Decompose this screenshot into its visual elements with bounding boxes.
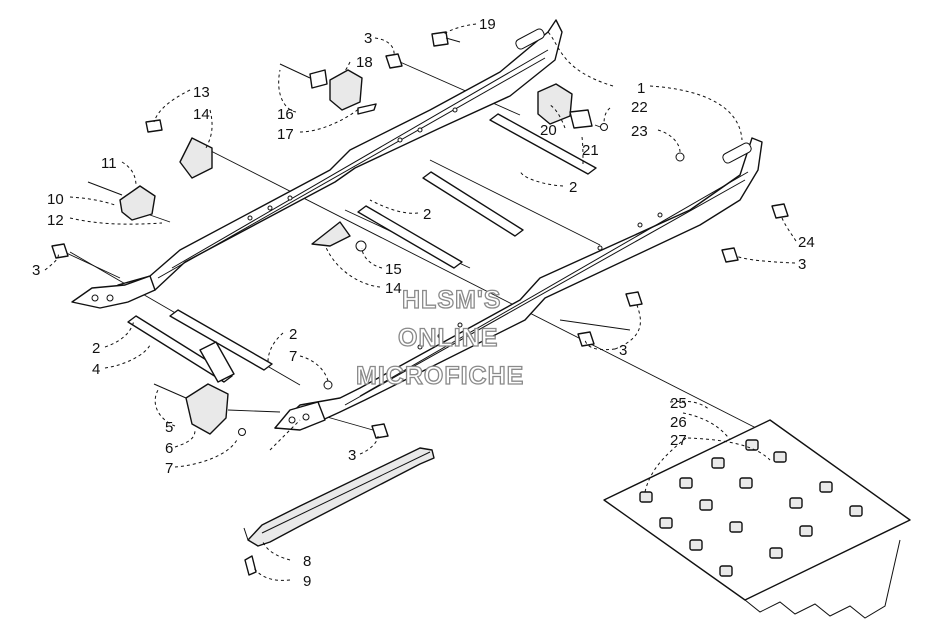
callout-13: 13	[193, 84, 210, 101]
callout-11: 11	[101, 155, 117, 172]
callout-3: 3	[348, 447, 356, 464]
cross-shafts	[127, 113, 597, 383]
callout-7: 7	[289, 348, 297, 365]
callout-23: 23	[631, 123, 648, 140]
rail-near-nose	[274, 401, 326, 431]
callout-21: 21	[582, 142, 599, 159]
hardware	[51, 31, 789, 439]
callout-8: 8	[303, 553, 311, 570]
leader-lines	[44, 23, 797, 581]
callout-25: 25	[670, 395, 687, 412]
callout-19: 19	[479, 16, 496, 33]
callout-3: 3	[364, 30, 372, 47]
rail-far	[117, 19, 563, 301]
callout-labels: 1 19 3 18 13 14 16 17 22 20 23 21 11 2 1…	[32, 16, 815, 590]
callout-1: 1	[637, 80, 645, 97]
callout-12: 12	[47, 212, 64, 229]
slide-rail	[243, 447, 435, 576]
callout-2: 2	[92, 340, 100, 357]
callout-3: 3	[798, 256, 806, 273]
callout-2: 2	[289, 326, 297, 343]
callout-4: 4	[92, 361, 100, 378]
callout-17: 17	[277, 126, 294, 143]
callout-20: 20	[540, 122, 557, 139]
callout-14: 14	[193, 106, 210, 123]
callout-3: 3	[32, 262, 40, 279]
callout-24: 24	[798, 234, 815, 251]
callout-18: 18	[356, 54, 373, 71]
watermark-line-3: MICROFICHE	[356, 362, 524, 390]
watermark-line-1: HLSM'S	[402, 286, 501, 314]
watermark: HLSM'S ONLINE MICROFICHE	[355, 285, 524, 390]
callout-15: 15	[385, 261, 402, 278]
rail-far-nose	[71, 275, 156, 309]
callout-9: 9	[303, 573, 311, 590]
track-section	[603, 419, 911, 619]
callout-2: 2	[569, 179, 577, 196]
callout-6: 6	[165, 440, 173, 457]
watermark-line-2: ONLINE	[398, 324, 498, 352]
callout-2: 2	[423, 206, 431, 223]
callout-14: 14	[385, 280, 402, 297]
callout-26: 26	[670, 414, 687, 431]
callout-22: 22	[631, 99, 648, 116]
callout-3: 3	[619, 342, 627, 359]
callout-10: 10	[47, 191, 64, 208]
rail-near	[274, 137, 763, 429]
callout-27: 27	[670, 432, 687, 449]
track-lugs	[639, 439, 863, 577]
callout-16: 16	[277, 106, 294, 123]
callout-7: 7	[165, 460, 173, 477]
callout-5: 5	[165, 419, 173, 436]
